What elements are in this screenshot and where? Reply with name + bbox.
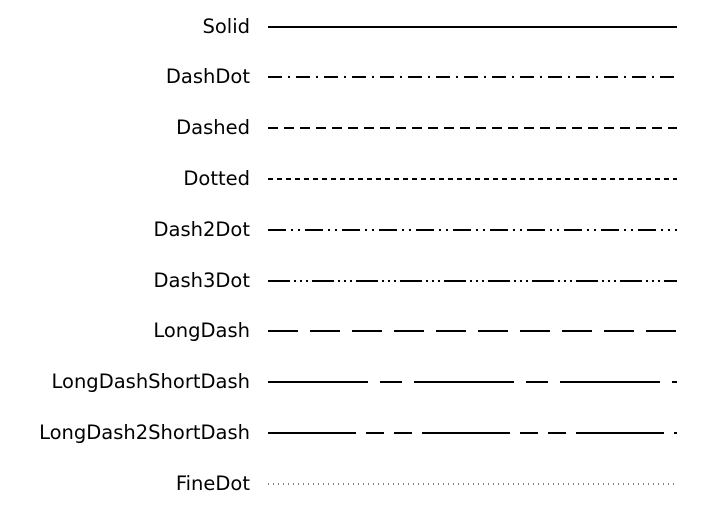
line-style-svg	[268, 127, 677, 129]
line-style-svg	[268, 432, 677, 434]
line-style-label: LongDash2ShortDash	[39, 421, 250, 445]
line-style-svg	[268, 280, 677, 282]
line-style-row: Solid	[0, 2, 705, 53]
line-style-label: Dash3Dot	[153, 269, 250, 293]
line-style-label: Dotted	[183, 167, 250, 191]
line-style-label: LongDash	[153, 319, 250, 343]
line-style-label: Dash2Dot	[153, 218, 250, 242]
line-style-row: LongDashShortDash	[0, 357, 705, 408]
line-style-row: LongDash2ShortDash	[0, 408, 705, 459]
line-style-sample	[268, 118, 677, 138]
line-style-row: DashDot	[0, 52, 705, 103]
line-style-sample	[268, 220, 677, 240]
line-style-svg	[268, 381, 677, 383]
line-style-svg	[268, 229, 677, 231]
line-style-row: Dotted	[0, 154, 705, 205]
line-style-svg	[268, 330, 677, 332]
line-style-sample	[268, 321, 677, 341]
line-style-row: Dash3Dot	[0, 256, 705, 307]
line-style-sample	[268, 271, 677, 291]
line-style-sample	[268, 372, 677, 392]
line-style-label: Solid	[202, 15, 250, 39]
line-style-sample	[268, 474, 677, 494]
line-style-row: LongDash	[0, 306, 705, 357]
line-style-label: DashDot	[165, 65, 250, 89]
line-style-sample	[268, 423, 677, 443]
line-style-svg	[268, 483, 677, 485]
line-style-svg	[268, 26, 677, 28]
line-style-label: LongDashShortDash	[51, 370, 251, 394]
line-style-sample	[268, 169, 677, 189]
line-style-row: Dashed	[0, 103, 705, 154]
line-style-sample	[268, 17, 677, 37]
line-style-label: Dashed	[176, 116, 250, 140]
line-style-svg	[268, 178, 677, 180]
line-style-svg	[268, 76, 677, 78]
line-style-label: FineDot	[175, 472, 250, 496]
line-style-row: Dash2Dot	[0, 205, 705, 256]
line-style-row: FineDot	[0, 459, 705, 510]
line-style-sample	[268, 67, 677, 87]
